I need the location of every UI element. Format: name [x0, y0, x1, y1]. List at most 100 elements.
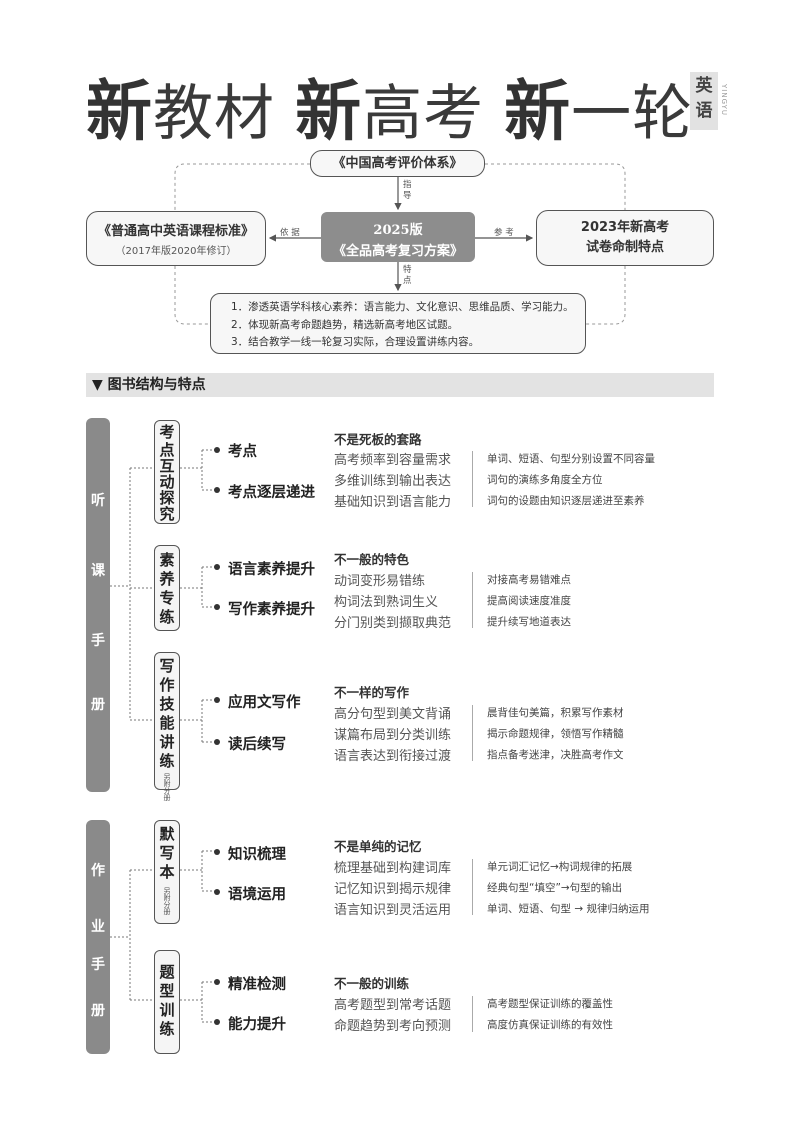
bullet-dot	[214, 447, 220, 453]
group-line: 高考题型到常考话题	[334, 998, 452, 1013]
label-feature: 特 点	[403, 265, 412, 286]
group-heading: 不是死板的套路	[334, 432, 422, 447]
side-char: 册	[91, 697, 105, 713]
exam-features-box: 2023年新高考 试卷命制特点	[536, 210, 714, 266]
diagram-connectors	[174, 163, 626, 325]
group-box-dictation: 默 写 本 另附分册	[154, 820, 180, 924]
group-right-text: 词句的演练多角度全方位	[487, 474, 603, 486]
group-heading: 不一般的特色	[334, 552, 410, 567]
bullet-dot	[214, 979, 220, 985]
group-line: 分门别类到撷取典范	[334, 616, 452, 631]
feature-point-3: 3．结合教学一线一轮复习实际，合理设置讲练内容。	[231, 336, 480, 348]
group-char: 型	[159, 982, 175, 1000]
group-line: 高考频率到容量需求	[334, 453, 452, 468]
group-heading: 不一样的写作	[334, 685, 410, 700]
group-char: 考	[159, 423, 175, 441]
group-right-text: 对接高考易错难点	[487, 574, 571, 586]
subject-pinyin: YINGYU	[720, 84, 728, 117]
curriculum-standard-box: 《普通高中英语课程标准》 （2017年版2020年修订）	[86, 211, 266, 266]
group-box-question-types: 题 型 训 练	[154, 950, 180, 1054]
subject-badge: 英 语	[690, 72, 718, 130]
group-char: 互	[159, 457, 175, 475]
bullet-dot	[214, 889, 220, 895]
group-char: 作	[159, 676, 175, 694]
group-char: 究	[159, 505, 175, 523]
bullet-dot	[214, 739, 220, 745]
item-writing-literacy: 写作素养提升	[228, 602, 315, 618]
group-right-text: 提升续写地道表达	[487, 616, 571, 628]
group-char: 题	[159, 963, 175, 981]
group-char: 专	[159, 589, 175, 607]
group-right-text: 单元词汇记忆→构词规律的拓展	[487, 861, 633, 873]
divider	[472, 572, 473, 628]
title-part-3: 一轮	[571, 79, 694, 149]
label-guide: 指 导	[403, 180, 412, 201]
divider	[472, 451, 473, 507]
item-ability-boost: 能力提升	[228, 1017, 286, 1033]
group-char: 讲	[159, 733, 175, 751]
feature-point-1: 1．渗透英语学科核心素养：语言能力、文化意识、思维品质、学习能力。	[231, 301, 574, 313]
group-char: 训	[159, 1001, 175, 1019]
group-right-text: 提高阅读速度准度	[487, 595, 571, 607]
group-char: 点	[159, 441, 175, 459]
group-line: 记忆知识到揭示规律	[334, 882, 452, 897]
group-char: 养	[159, 570, 175, 588]
group-heading: 不一般的训练	[334, 976, 410, 991]
side-char: 课	[91, 563, 105, 579]
side-char: 业	[91, 919, 105, 935]
group-line: 语言表达到衔接过渡	[334, 749, 452, 764]
group-line: 命题趋势到考向预测	[334, 1019, 452, 1034]
divider	[472, 996, 473, 1032]
label-basis: 依 据	[280, 228, 300, 238]
group-line: 多维训练到输出表达	[334, 474, 452, 489]
side-char: 册	[91, 1003, 105, 1019]
group-box-literacy: 素 养 专 练	[154, 545, 180, 631]
feature-point-2: 2．体现新高考命题趋势，精选新高考地区试题。	[231, 318, 459, 331]
side-char: 手	[91, 957, 105, 973]
divider	[472, 859, 473, 915]
group-right-text: 单词、短语、句型 → 规律归纳运用	[487, 903, 650, 915]
bullet-dot	[214, 604, 220, 610]
group-line: 谋篇布局到分类训练	[334, 728, 452, 743]
supplement-note: 另附分册	[163, 887, 171, 915]
group-line: 动词变形易错练	[334, 574, 426, 589]
group-right-text: 高度仿真保证训练的有效性	[487, 1019, 613, 1031]
group-line: 高分句型到美文背诵	[334, 707, 452, 722]
group-right-text: 揭示命题规律，领悟写作精髓	[487, 728, 624, 740]
curriculum-standard-edition: （2017年版2020年修订）	[115, 246, 237, 257]
side-char: 手	[91, 633, 105, 649]
group-right-text: 单词、短语、句型分别设置不同容量	[487, 453, 655, 465]
page-title: 新教材 新高考 新一轮	[86, 58, 693, 154]
group-line: 基础知识到语言能力	[334, 495, 452, 510]
bullet-dot	[214, 487, 220, 493]
bullet-dot	[214, 849, 220, 855]
side-char: 作	[91, 863, 105, 879]
title-part-2: 高考	[362, 79, 485, 149]
bullet-dot	[214, 564, 220, 570]
group-line: 语言知识到灵活运用	[334, 903, 452, 918]
group-line: 构词法到熟词生义	[334, 595, 439, 610]
supplement-note: 另附分册	[163, 773, 171, 801]
group-right-text: 经典句型“填空”→句型的输出	[487, 882, 623, 894]
group-char: 写	[159, 657, 175, 675]
evaluation-system-box: 《中国高考评价体系》	[310, 150, 485, 177]
tree-connectors	[110, 449, 216, 1023]
section-title-bar: ▼ 图书结构与特点	[86, 373, 714, 397]
item-practical-writing: 应用文写作	[228, 695, 301, 711]
item-continuation-writing: 读后续写	[228, 737, 286, 753]
group-char: 写	[159, 844, 175, 862]
group-char: 技	[159, 695, 175, 713]
side-tab-homework: 作 业 手 册	[86, 820, 110, 1054]
group-line: 梳理基础到构建词库	[334, 861, 452, 876]
group-char: 探	[159, 489, 175, 507]
group-right-text: 高考题型保证训练的覆盖性	[487, 998, 613, 1010]
group-box-writing-skills: 写 作 技 能 讲 练 另附分册	[154, 652, 180, 801]
curriculum-standard-title: 《普通高中英语课程标准》	[97, 224, 254, 239]
label-reference: 参 考	[494, 228, 514, 238]
title-new-1: 新	[86, 73, 153, 150]
bullet-dot	[214, 1019, 220, 1025]
item-language-literacy: 语言素养提升	[228, 562, 315, 578]
title-part-1: 教材	[153, 79, 275, 149]
group-char: 能	[159, 714, 175, 732]
title-new-2: 新	[295, 73, 363, 150]
